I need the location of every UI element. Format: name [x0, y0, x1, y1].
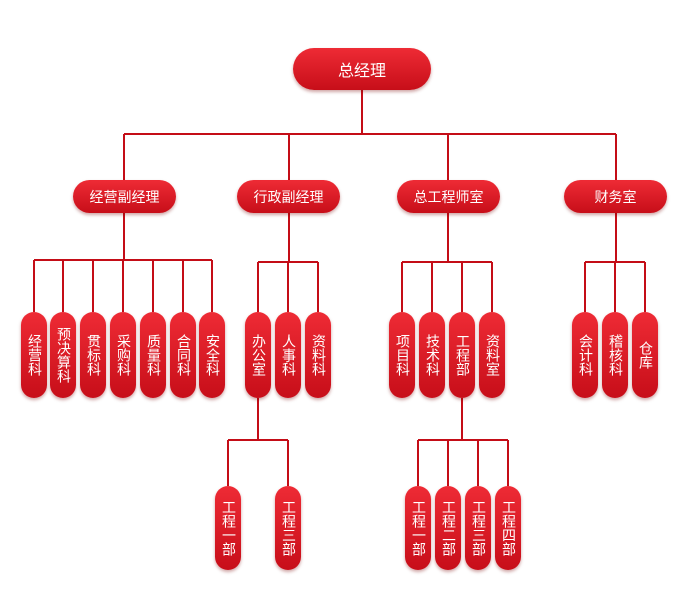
node-sub-unit: 工程三部 — [465, 486, 491, 570]
connector — [401, 212, 493, 312]
node-unit: 办公室 — [245, 312, 271, 398]
node-unit: 技术科 — [419, 312, 445, 398]
node-unit: 工程部 — [449, 312, 475, 398]
node-unit: 预决算科 — [50, 312, 76, 398]
node-unit: 合同科 — [170, 312, 196, 398]
node-branch-4: 财务室 — [564, 180, 667, 213]
node-unit: 资料科 — [305, 312, 331, 398]
node-branch-3: 总工程师室 — [397, 180, 500, 213]
node-sub-unit: 工程一部 — [215, 486, 241, 570]
node-unit: 人事科 — [275, 312, 301, 398]
node-sub-unit: 工程四部 — [495, 486, 521, 570]
node-branch-1: 经营副经理 — [73, 180, 176, 213]
node-unit: 质量科 — [140, 312, 166, 398]
node-unit: 会计科 — [572, 312, 598, 398]
node-unit: 采购科 — [110, 312, 136, 398]
node-sub-unit: 工程三部 — [275, 486, 301, 570]
node-unit: 稽核科 — [602, 312, 628, 398]
connector — [123, 88, 617, 180]
node-unit: 安全科 — [199, 312, 225, 398]
node-sub-unit: 工程一部 — [405, 486, 431, 570]
node-root: 总经理 — [293, 48, 431, 90]
connector — [584, 212, 646, 312]
connector — [417, 398, 509, 486]
connector — [257, 212, 319, 312]
node-unit: 项目科 — [389, 312, 415, 398]
node-unit: 资料室 — [479, 312, 505, 398]
node-sub-unit: 工程二部 — [435, 486, 461, 570]
connector — [227, 398, 289, 486]
connector — [33, 212, 213, 312]
node-branch-2: 行政副经理 — [237, 180, 340, 213]
node-unit: 经营科 — [21, 312, 47, 398]
node-unit: 贯标科 — [80, 312, 106, 398]
node-unit: 仓库 — [632, 312, 658, 398]
